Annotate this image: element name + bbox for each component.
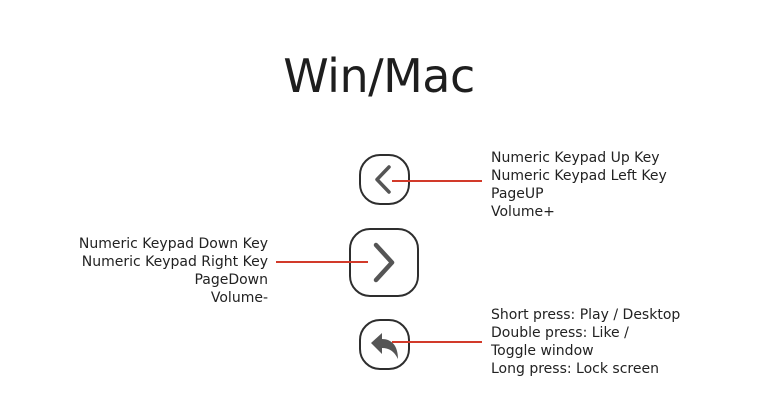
- label-line: Toggle window: [491, 343, 594, 359]
- label-line: Short press: Play / Desktop: [491, 307, 681, 323]
- label-line: Numeric Keypad Left Key: [491, 168, 667, 184]
- label-line: Numeric Keypad Right Key: [81, 254, 268, 270]
- leader-line-right-key: [276, 261, 368, 263]
- label-line: Numeric Keypad Down Key: [78, 236, 268, 252]
- chevron-left-icon: [375, 165, 391, 194]
- return-key: [359, 319, 410, 370]
- page-title: Win/Mac: [283, 49, 475, 103]
- return-arrow-icon: [371, 333, 398, 359]
- label-line: PageDown: [194, 272, 268, 288]
- return-key-label: Short press: Play / Desktop Double press…: [491, 306, 680, 378]
- chevron-right-icon: [373, 242, 395, 283]
- label-line: Volume+: [491, 204, 555, 220]
- leader-line-left-key: [392, 180, 482, 182]
- right-key-label: Numeric Keypad Down Key Numeric Keypad R…: [79, 235, 268, 307]
- left-key-label: Numeric Keypad Up Key Numeric Keypad Lef…: [491, 149, 667, 221]
- label-line: Numeric Keypad Up Key: [491, 150, 660, 166]
- label-line: PageUP: [491, 186, 544, 202]
- label-line: Double press: Like /: [491, 325, 629, 341]
- label-line: Long press: Lock screen: [491, 361, 659, 377]
- left-arrow-key: [359, 154, 410, 205]
- label-line: Volume-: [210, 290, 268, 306]
- leader-line-return-key: [392, 341, 482, 343]
